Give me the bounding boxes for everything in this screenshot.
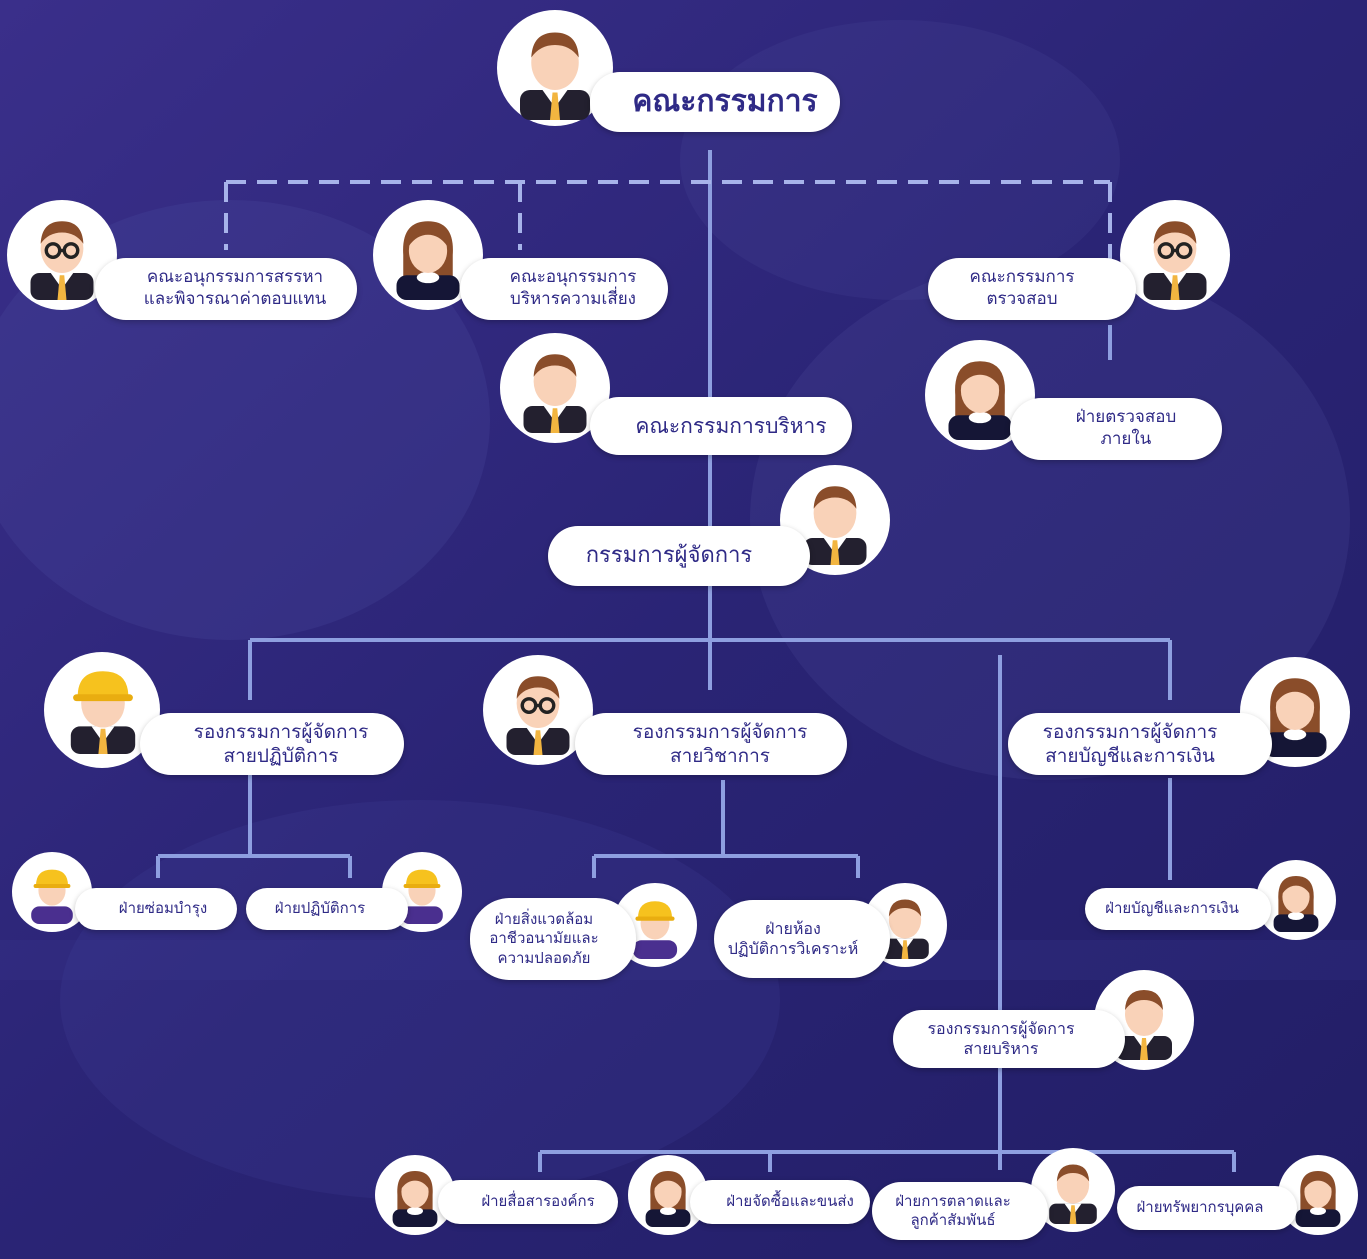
node-board: คณะกรรมการ — [590, 72, 840, 132]
node-corporate-communication: ฝ่ายสื่อสารองค์กร — [438, 1180, 618, 1224]
node-laboratory: ฝ่ายห้อง ปฏิบัติการวิเคราะห์ — [714, 900, 890, 978]
node-risk-committee: คณะอนุกรรมการ บริหารความเสี่ยง — [460, 258, 668, 320]
node-operations: ฝ่ายปฏิบัติการ — [246, 888, 408, 930]
node-vp-operations: รองกรรมการผู้จัดการ สายปฏิบัติการ — [140, 713, 404, 775]
node-procurement-logistics: ฝ่ายจัดซื้อและขนส่ง — [690, 1180, 870, 1224]
node-executive-committee: คณะกรรมการบริหาร — [590, 397, 852, 455]
node-nomination-committee: คณะอนุกรรมการสรรหา และพิจารณาค่าตอบแทน — [95, 258, 357, 320]
node-managing-director: กรรมการผู้จัดการ — [548, 526, 810, 586]
node-maintenance: ฝ่ายซ่อมบำรุง — [75, 888, 237, 930]
node-marketing-customer: ฝ่ายการตลาดและ ลูกค้าสัมพันธ์ — [872, 1182, 1048, 1240]
node-audit-committee: คณะกรรมการ ตรวจสอบ — [928, 258, 1136, 320]
node-vp-technical: รองกรรมการผู้จัดการ สายวิชาการ — [575, 713, 847, 775]
node-accounting-finance: ฝ่ายบัญชีและการเงิน — [1085, 888, 1271, 930]
node-vp-finance: รองกรรมการผู้จัดการ สายบัญชีและการเงิน — [1008, 713, 1272, 775]
node-human-resources: ฝ่ายทรัพยากรบุคคล — [1117, 1186, 1297, 1230]
node-vp-administration: รองกรรมการผู้จัดการ สายบริหาร — [893, 1010, 1125, 1068]
node-environment-safety: ฝ่ายสิ่งแวดล้อม อาชีวอนามัยและ ความปลอดภ… — [470, 898, 636, 980]
node-internal-audit: ฝ่ายตรวจสอบ ภายใน — [1010, 398, 1222, 460]
